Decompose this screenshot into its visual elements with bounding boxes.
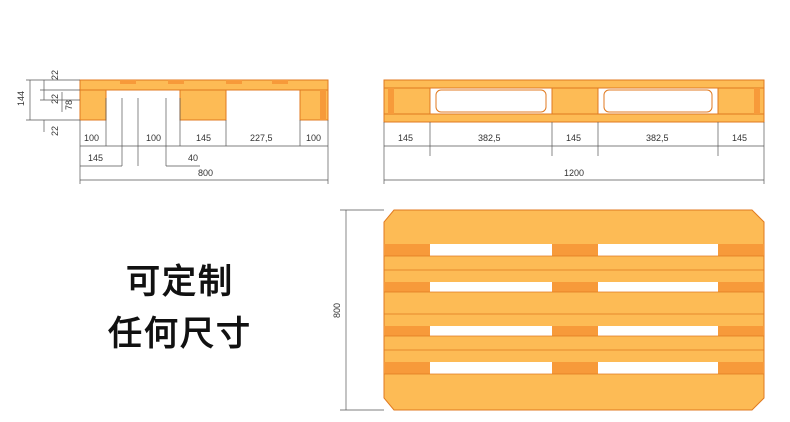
height-block-label: 78 xyxy=(64,100,74,110)
visible-blocks xyxy=(384,244,764,374)
pallet-block xyxy=(79,89,107,121)
end-segment-label: 145 xyxy=(566,133,581,143)
height-bottom-label: 22 xyxy=(50,126,60,136)
end-segment-label: 382,5 xyxy=(478,133,501,143)
deck-slot xyxy=(168,80,184,84)
end-view: 145 382,5 145 382,5 145 1200 xyxy=(383,79,765,184)
side-segment-label: 100 xyxy=(146,133,161,143)
deck-slot xyxy=(226,80,242,84)
side-segment-label: 145 xyxy=(196,133,211,143)
side-sub-label: 40 xyxy=(188,153,198,163)
side-view: 144 22 22 78 22 100 100 145 227,5 100 14… xyxy=(16,70,329,184)
deck-slot xyxy=(120,80,136,84)
end-block-accent xyxy=(388,88,394,114)
side-segment-label: 100 xyxy=(306,133,321,143)
side-segment-label: 100 xyxy=(84,133,99,143)
height-total-label: 144 xyxy=(16,91,26,106)
top-deck xyxy=(383,209,765,411)
deck-slot xyxy=(272,80,288,84)
end-block-accent xyxy=(754,88,760,114)
promo-line-2: 任何尺寸 xyxy=(108,314,252,354)
end-opening xyxy=(603,89,713,113)
pallet-block-accent xyxy=(320,90,326,120)
end-bottom-board xyxy=(383,113,765,123)
end-segment-label: 382,5 xyxy=(646,133,669,143)
height-middle-label: 22 xyxy=(50,94,60,104)
end-opening xyxy=(435,89,547,113)
end-overall-label: 1200 xyxy=(564,168,584,178)
height-top-label: 22 xyxy=(50,70,60,80)
end-segment-label: 145 xyxy=(398,133,413,143)
top-height-label: 800 xyxy=(332,303,342,318)
side-segment-label: 227,5 xyxy=(250,133,273,143)
top-view: 800 xyxy=(332,209,765,411)
end-segment-label: 145 xyxy=(732,133,747,143)
end-block xyxy=(551,87,599,115)
promo-line-1: 可定制 xyxy=(126,262,234,302)
top-deck-board xyxy=(79,79,329,91)
side-sub-label: 145 xyxy=(88,153,103,163)
end-top-board xyxy=(383,79,765,89)
side-overall-label: 800 xyxy=(198,168,213,178)
pallet-block xyxy=(179,89,227,121)
